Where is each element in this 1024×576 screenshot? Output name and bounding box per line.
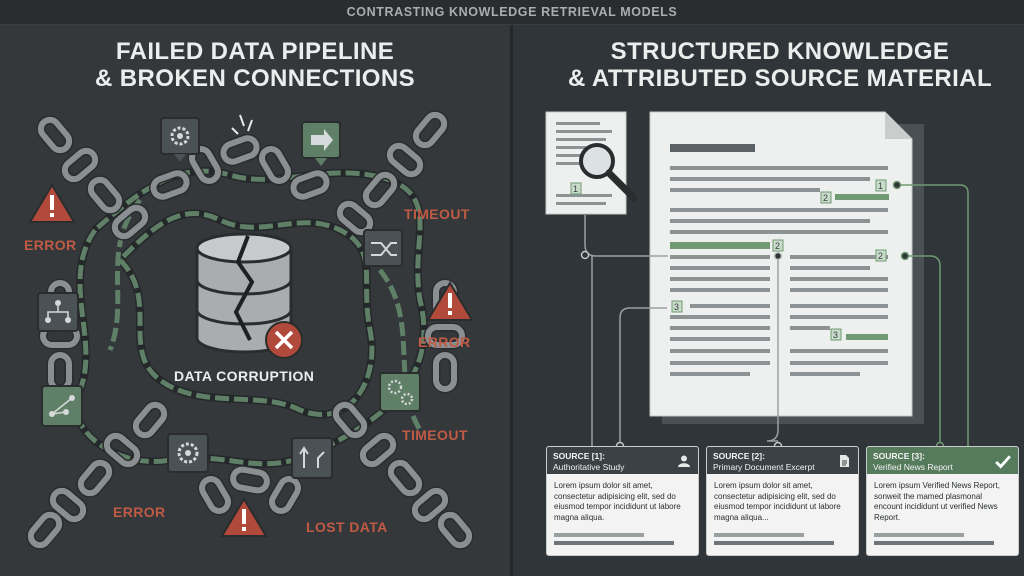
document-icon bbox=[840, 455, 849, 467]
citation-3: 3 bbox=[833, 330, 838, 340]
citation-connectors-green bbox=[897, 184, 969, 446]
citation-2: 2 bbox=[878, 251, 883, 261]
right-title-line1: STRUCTURED KNOWLEDGE bbox=[610, 38, 950, 65]
text-placeholder-bar bbox=[554, 533, 644, 537]
break-sparks bbox=[231, 114, 253, 135]
source-card-text: Lorem ipsum dolor sit amet, consectetur … bbox=[554, 481, 681, 522]
left-title: FAILED DATA PIPELINE & BROKEN CONNECTION… bbox=[40, 38, 470, 92]
arrow-bubble-icon bbox=[301, 121, 341, 166]
source-card-header: SOURCE [1]: Authoritative Study bbox=[547, 447, 698, 474]
error-label: ERROR bbox=[24, 237, 77, 253]
source-card-title: SOURCE [3]: bbox=[873, 451, 925, 461]
checkmark-icon bbox=[995, 455, 1011, 469]
source-card-header: SOURCE [3]: Verified News Report bbox=[867, 447, 1018, 474]
source-card-text: Lorem ipsum Verified News Report, sonwei… bbox=[874, 481, 1000, 522]
source-card-1[interactable]: SOURCE [1]: Authoritative Study Lorem ip… bbox=[546, 446, 699, 556]
citation-markers: 1 1 2 2 2 3 3 bbox=[570, 179, 887, 341]
network-bubble-icon bbox=[37, 292, 79, 332]
left-title-line1: FAILED DATA PIPELINE bbox=[115, 38, 395, 65]
share-bubble-icon bbox=[41, 385, 83, 427]
source-card-2[interactable]: SOURCE [2]: Primary Document Excerpt Lor… bbox=[706, 446, 859, 556]
source-card-title: SOURCE [2]: bbox=[713, 451, 765, 461]
timeout-label: TIMEOUT bbox=[404, 206, 470, 222]
document-highlights bbox=[670, 194, 889, 340]
panel-divider bbox=[510, 25, 513, 576]
warning-icon bbox=[426, 281, 474, 321]
timeout-label: TIMEOUT bbox=[402, 427, 468, 443]
source-card-3[interactable]: SOURCE [3]: Verified News Report Lorem i… bbox=[866, 446, 1019, 556]
source-card-subtitle: Verified News Report bbox=[873, 461, 953, 472]
gear-bubble-icon bbox=[160, 117, 200, 162]
citation-1: 1 bbox=[878, 181, 883, 191]
header-bar: CONTRASTING KNOWLEDGE RETRIEVAL MODELS bbox=[0, 0, 1024, 25]
citation-2: 2 bbox=[775, 241, 780, 251]
warning-icon bbox=[220, 497, 268, 537]
error-label: ERROR bbox=[418, 334, 471, 350]
right-title: STRUCTURED KNOWLEDGE & ATTRIBUTED SOURCE… bbox=[545, 38, 1015, 92]
routing-bubble-icon bbox=[291, 437, 333, 479]
shuffle-bubble-icon bbox=[363, 229, 403, 267]
text-placeholder-bar bbox=[714, 541, 834, 545]
citation-1: 1 bbox=[573, 184, 578, 194]
document-text-lines bbox=[670, 144, 888, 376]
source-card-title: SOURCE [1]: bbox=[553, 451, 605, 461]
main-document bbox=[649, 111, 913, 417]
magnifier-icon bbox=[579, 143, 638, 202]
data-corruption-label: DATA CORRUPTION bbox=[174, 368, 315, 384]
gear-bubble-icon bbox=[167, 433, 209, 473]
source-card-subtitle: Authoritative Study bbox=[553, 461, 625, 472]
lost-data-label: LOST DATA bbox=[306, 519, 388, 535]
text-placeholder-bar bbox=[874, 533, 964, 537]
citation-3: 3 bbox=[674, 302, 679, 312]
left-title-line2: & BROKEN CONNECTIONS bbox=[94, 65, 415, 92]
gears-bubble-icon bbox=[379, 372, 421, 412]
source-card-subtitle: Primary Document Excerpt bbox=[713, 461, 815, 472]
source-card-header: SOURCE [2]: Primary Document Excerpt bbox=[707, 447, 858, 474]
citation-connectors bbox=[584, 215, 779, 446]
text-placeholder-bar bbox=[714, 533, 804, 537]
header-title: CONTRASTING KNOWLEDGE RETRIEVAL MODELS bbox=[346, 5, 678, 19]
source-card-text: Lorem ipsum dolor sit amet, consectetur … bbox=[714, 481, 841, 522]
document-corner-fold bbox=[885, 112, 912, 139]
small-document-lines bbox=[556, 122, 612, 205]
text-placeholder-bar bbox=[874, 541, 994, 545]
warning-icon bbox=[28, 183, 76, 223]
error-label: ERROR bbox=[113, 504, 166, 520]
text-placeholder-bar bbox=[554, 541, 674, 545]
broken-pipeline-illustration bbox=[0, 0, 510, 576]
citation-2: 2 bbox=[823, 193, 828, 203]
user-icon bbox=[678, 455, 690, 467]
right-title-line2: & ATTRIBUTED SOURCE MATERIAL bbox=[567, 65, 993, 92]
database-icon bbox=[195, 232, 303, 359]
